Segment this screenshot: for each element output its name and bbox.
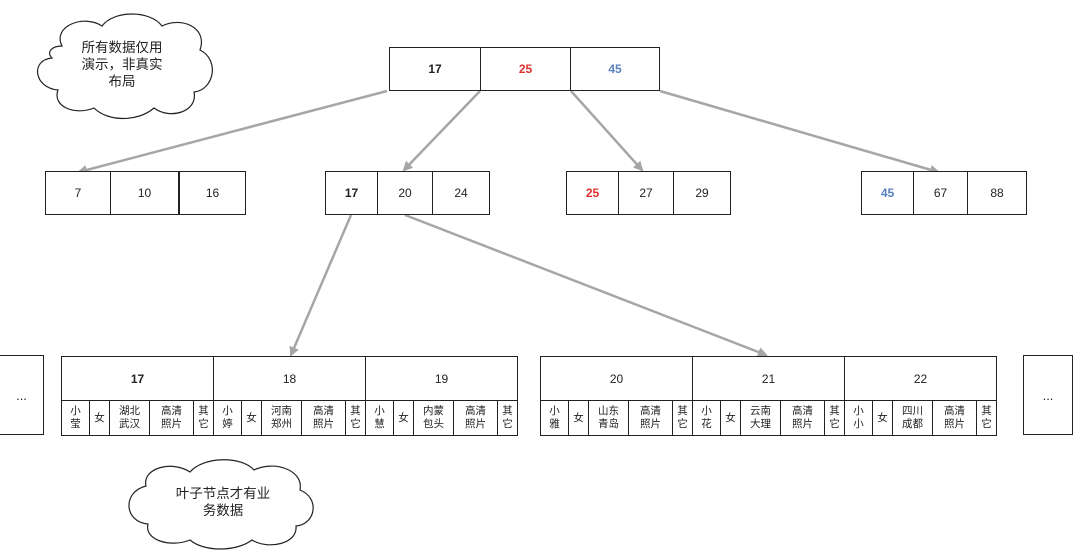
cloud-top-text: 所有数据仅用 演示，非真实 布局	[81, 39, 163, 89]
leaf-field-gender: 女	[89, 401, 109, 435]
leaf-record: 小 慧 女 内蒙 包头 高清 照片 其 它	[366, 401, 517, 435]
root-key-3: 45	[570, 48, 659, 90]
pointer-arrow-4	[659, 89, 940, 175]
internal-node-2: 17 20 24	[325, 171, 490, 215]
internal-key: 17	[344, 186, 359, 200]
internal-key: 20	[377, 172, 432, 214]
internal-key: 67	[913, 172, 967, 214]
leaf-record: 小 花 女 云南 大理 高清 照片 其 它	[693, 401, 844, 435]
leaf-field-other: 其 它	[672, 401, 692, 435]
leaf-node-20: 20 小 雅 女 山东 青岛 高清 照片 其 它	[540, 356, 693, 436]
leaf-field-other: 其 它	[976, 401, 996, 435]
cloud-bottom	[128, 459, 314, 550]
leaf-record: 小 莹 女 湖北 武汉 高清 照片 其 它	[62, 401, 213, 435]
leaf-field-city: 云南 大理	[740, 401, 780, 435]
leaf-field-gender: 女	[393, 401, 413, 435]
leaf-node-17: 17 小 莹 女 湖北 武汉 高清 照片 其 它	[61, 356, 214, 436]
root-node: 17 25 45	[389, 47, 660, 91]
leaf-key: 17	[62, 357, 213, 401]
root-key-2: 25	[480, 48, 570, 90]
leaf-field-name: 小 小	[853, 405, 864, 430]
pointer-arrow-1	[77, 89, 388, 175]
leaf-field-photo: 高清 照片	[780, 401, 824, 435]
pointer-arrow-5	[289, 214, 353, 357]
leaf-field-gender: 女	[720, 401, 740, 435]
leaf-key: 21	[693, 357, 844, 401]
leaf-field-name: 小 莹	[70, 405, 81, 430]
leaf-record: 小 雅 女 山东 青岛 高清 照片 其 它	[541, 401, 692, 435]
leaf-key: 22	[845, 357, 996, 401]
cloud-top-shape	[36, 13, 213, 119]
internal-key: 29	[673, 172, 730, 214]
leaf-field-gender: 女	[241, 401, 261, 435]
leaf-record: 小 小 女 四川 成都 高清 照片 其 它	[845, 401, 996, 435]
leaf-field-photo: 高清 照片	[932, 401, 976, 435]
leaf-field-other: 其 它	[193, 401, 213, 435]
pointer-arrow-3	[570, 90, 644, 172]
leaf-node-19: 19 小 慧 女 内蒙 包头 高清 照片 其 它	[365, 356, 518, 436]
leaf-field-name: 小 花	[701, 405, 712, 430]
cloud-top	[36, 13, 213, 119]
internal-key: 16	[178, 172, 245, 214]
cloud-bottom-text: 叶子节点才有业 务数据	[175, 486, 271, 518]
leaf-field-city: 河南 郑州	[261, 401, 301, 435]
leaf-field-gender: 女	[872, 401, 892, 435]
leaf-record: 小 婷 女 河南 郑州 高清 照片 其 它	[214, 401, 365, 435]
leaf-field-photo: 高清 照片	[628, 401, 672, 435]
leaf-key: 18	[214, 357, 365, 401]
leaf-field-other: 其 它	[497, 401, 517, 435]
root-key-1: 17	[428, 62, 442, 76]
leaf-field-name: 小 慧	[374, 405, 385, 430]
pointer-arrow-6	[404, 213, 768, 357]
leaf-field-gender: 女	[568, 401, 588, 435]
leaf-field-name: 小 雅	[549, 405, 560, 430]
internal-node-4: 45 67 88	[861, 171, 1027, 215]
leaf-field-city: 湖北 武汉	[109, 401, 149, 435]
leaf-field-other: 其 它	[345, 401, 365, 435]
leaf-field-city: 山东 青岛	[588, 401, 628, 435]
leaf-field-photo: 高清 照片	[301, 401, 345, 435]
leaf-node-22: 22 小 小 女 四川 成都 高清 照片 其 它	[844, 356, 997, 436]
leaf-node-18: 18 小 婷 女 河南 郑州 高清 照片 其 它	[213, 356, 366, 436]
internal-key: 7	[74, 186, 82, 200]
leaf-field-photo: 高清 照片	[453, 401, 497, 435]
pointer-arrow-2	[402, 90, 481, 172]
internal-key: 45	[880, 186, 895, 200]
internal-node-1: 7 10 16	[45, 171, 246, 215]
ellipsis-right: ...	[1023, 355, 1073, 435]
internal-key: 88	[967, 172, 1026, 214]
internal-key: 27	[618, 172, 673, 214]
ellipsis-left: ...	[0, 355, 44, 435]
leaf-key: 20	[541, 357, 692, 401]
leaf-field-city: 内蒙 包头	[413, 401, 453, 435]
leaf-field-other: 其 它	[824, 401, 844, 435]
internal-node-3: 25 27 29	[566, 171, 731, 215]
internal-key: 25	[585, 186, 600, 200]
internal-key: 10	[110, 172, 178, 214]
cloud-bottom-shape	[128, 459, 314, 550]
leaf-key: 19	[366, 357, 517, 401]
leaf-field-photo: 高清 照片	[149, 401, 193, 435]
leaf-field-name: 小 婷	[222, 405, 233, 430]
internal-key: 24	[432, 172, 489, 214]
leaf-node-21: 21 小 花 女 云南 大理 高清 照片 其 它	[692, 356, 845, 436]
leaf-field-city: 四川 成都	[892, 401, 932, 435]
